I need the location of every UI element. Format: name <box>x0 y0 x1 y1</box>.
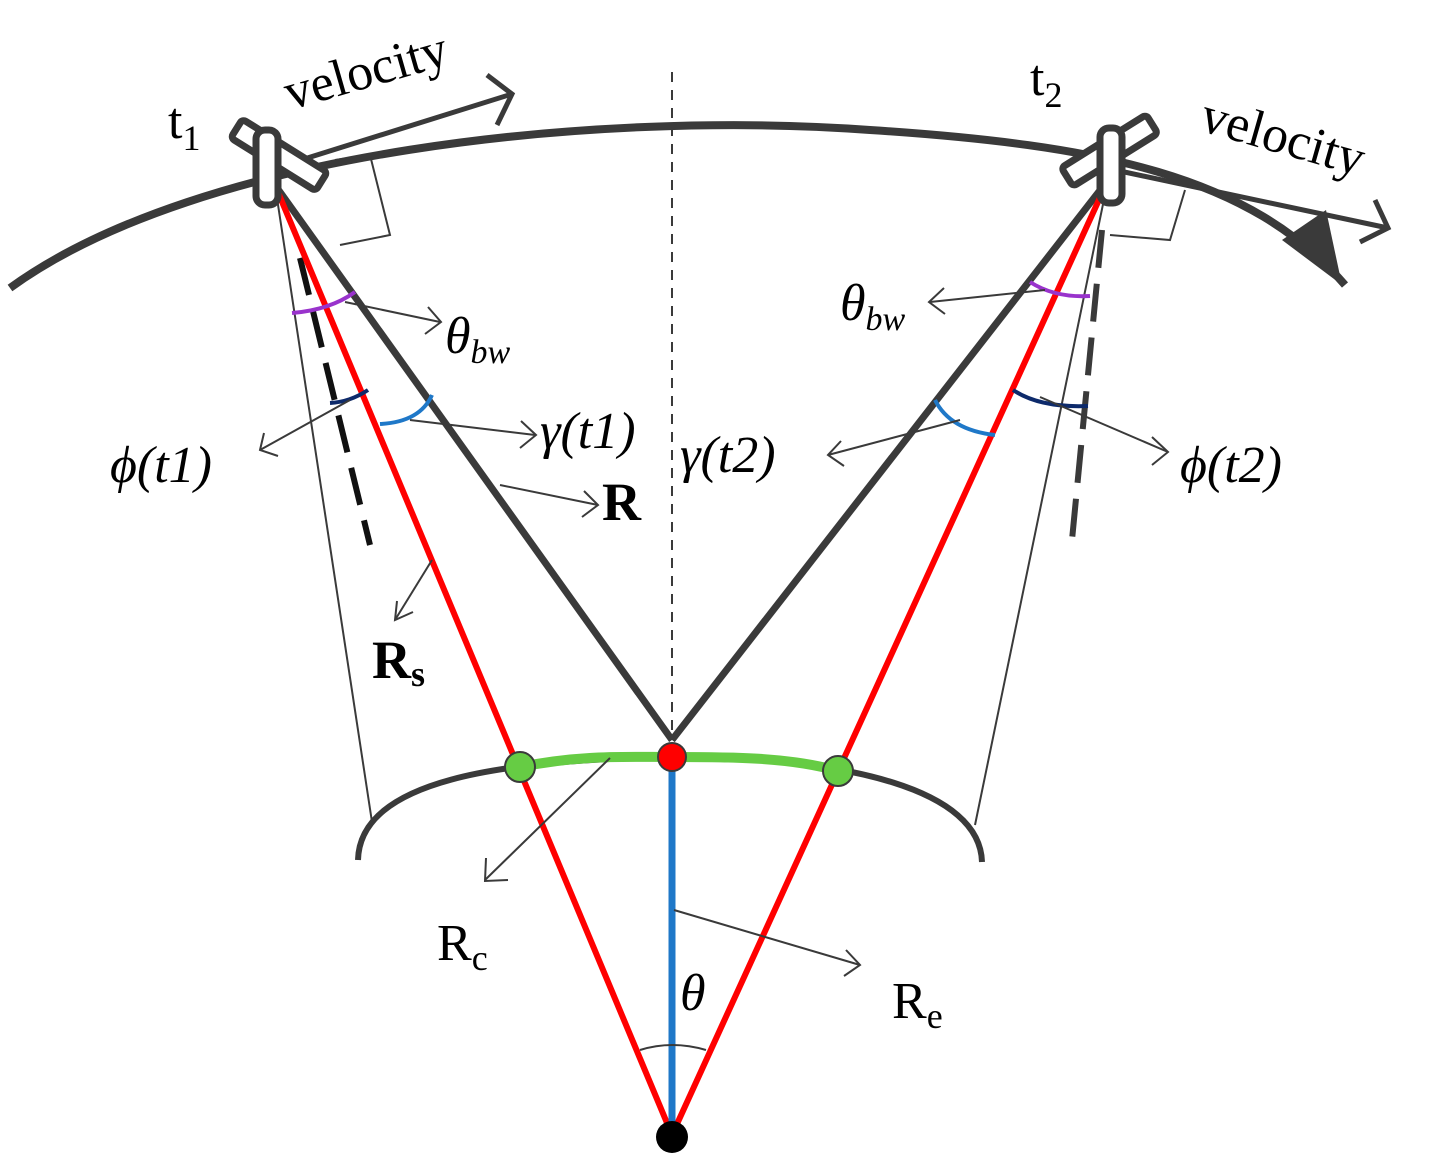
squint-arc-left <box>379 394 434 426</box>
satellite-t2-icon <box>1059 112 1160 207</box>
velocity-arrow-right <box>1114 167 1392 245</box>
beamwidth-arc-right <box>1028 280 1091 299</box>
squint-arc-right <box>933 399 996 437</box>
center-angle-arc <box>639 1044 707 1051</box>
annotation-arrows <box>258 287 1170 977</box>
label-theta: θ <box>680 965 706 1022</box>
orbit-direction-arrowhead <box>1282 210 1342 285</box>
antenna-boresight-right <box>1069 229 1105 541</box>
satellite-center-line-right <box>669 178 1111 1137</box>
label-gamma-t1: γ(t1) <box>540 403 636 460</box>
beam-edge-left-outer <box>274 184 373 823</box>
antenna-boresight-left <box>297 257 373 546</box>
beam-edge-right-outer <box>974 179 1109 826</box>
velocity-arrow-left <box>284 73 516 168</box>
label-R: R <box>602 472 642 532</box>
target-point <box>657 742 687 772</box>
label-theta-bw-right: θbw <box>840 275 906 338</box>
orbit-arc <box>7 121 1349 292</box>
right-angle-marker-left <box>334 153 392 246</box>
label-velocity-right: velocity <box>1195 87 1372 188</box>
label-phi-t1: ϕ(t1) <box>110 437 212 494</box>
ground-point-right <box>822 755 854 787</box>
ground-point-left <box>504 751 536 783</box>
look-angle-arc-right <box>1011 388 1089 409</box>
label-Rs: Rs <box>372 630 425 694</box>
satellite-t1-icon <box>228 117 330 209</box>
label-gamma-t2: γ(t2) <box>680 427 776 484</box>
label-t2: t2 <box>1030 50 1062 115</box>
label-velocity-left: velocity <box>278 21 455 122</box>
label-phi-t2: ϕ(t2) <box>1180 437 1282 494</box>
label-theta-bw-left: θbw <box>445 308 511 371</box>
label-Rc: Rc <box>437 915 488 978</box>
beamwidth-arc-left <box>291 290 357 315</box>
slant-range-line-left <box>272 182 675 743</box>
right-angle-marker-right <box>1109 189 1186 242</box>
earth-center-point <box>656 1121 688 1153</box>
slant-range-line-right <box>669 177 1111 743</box>
label-Re: Re <box>892 973 943 1036</box>
satellite-center-line-left <box>272 183 675 1137</box>
label-t1: t1 <box>168 93 200 158</box>
